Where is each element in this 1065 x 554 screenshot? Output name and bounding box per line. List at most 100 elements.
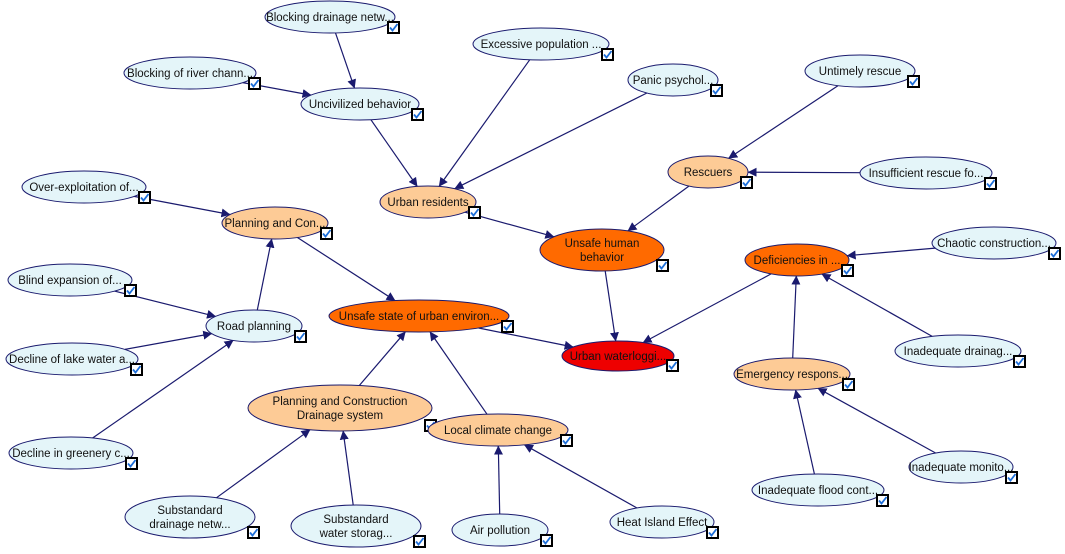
node-label: Planning and Construction [273, 396, 408, 408]
node-inadequate-flood[interactable]: Inadequate flood cont... [751, 473, 889, 507]
checkbox-checked-icon[interactable] [876, 494, 889, 507]
node-label: Planning and Con... [224, 218, 325, 230]
checkbox-checked-icon[interactable] [248, 77, 261, 90]
node-label: Local climate change [444, 425, 552, 437]
node-label: Over-exploitation of... [29, 182, 138, 194]
node-untimely-rescue[interactable]: Untimely rescue [804, 54, 920, 88]
checkbox-checked-icon[interactable] [413, 535, 426, 548]
node-chaotic-construction[interactable]: Chaotic construction... [931, 226, 1061, 260]
edge-substandard-water-to-planning-drainage [339, 430, 354, 506]
node-decline-greenery[interactable]: Decline in greenery c... [8, 436, 138, 470]
edge-untimely-rescue-to-rescuers [728, 85, 839, 159]
node-deficiencies[interactable]: Deficiencies in ... [744, 243, 854, 277]
node-label: Excessive population ... [481, 39, 602, 51]
node-ellipse [300, 87, 420, 121]
node-ellipse [667, 155, 749, 189]
edge-blocking-drainage-to-uncivilized [334, 32, 356, 89]
edge-inadequate-monitoring-to-emergency-response [817, 387, 936, 454]
edge-air-pollution-to-local-climate [493, 445, 503, 515]
node-excessive-pop[interactable]: Excessive population ... [472, 27, 614, 61]
checkbox-checked-icon[interactable] [740, 176, 753, 189]
node-urban-waterlogging[interactable]: Urban waterloggi... [561, 340, 679, 372]
node-air-pollution[interactable]: Air pollution [451, 513, 553, 547]
checkbox-checked-icon[interactable] [1013, 355, 1026, 368]
checkbox-checked-icon[interactable] [387, 21, 400, 34]
node-ellipse [328, 299, 510, 333]
node-label: Decline of lake water a... [9, 354, 135, 366]
node-road-planning[interactable]: Road planning [205, 309, 307, 343]
checkbox-checked-icon[interactable] [124, 284, 137, 297]
node-blind-expansion[interactable]: Blind expansion of... [7, 263, 137, 297]
checkbox-checked-icon[interactable] [138, 191, 151, 204]
node-panic[interactable]: Panic psychol... [627, 63, 723, 97]
checkbox-checked-icon[interactable] [1048, 247, 1061, 260]
node-ellipse [859, 156, 993, 190]
node-over-exploitation[interactable]: Over-exploitation of... [21, 170, 151, 204]
node-urban-residents[interactable]: Urban residents [379, 185, 481, 219]
checkbox-checked-icon[interactable] [841, 264, 854, 277]
checkbox-checked-icon[interactable] [294, 330, 307, 343]
node-ellipse [627, 63, 719, 97]
node-ellipse [205, 309, 303, 343]
edge-deficiencies-to-urban-waterlogging [642, 273, 772, 344]
node-ellipse [539, 228, 665, 272]
node-label: Untimely rescue [819, 66, 901, 78]
checkbox-checked-icon[interactable] [1005, 471, 1018, 484]
checkbox-checked-icon[interactable] [656, 259, 669, 272]
node-label: Rescuers [684, 167, 733, 179]
node-ellipse [751, 473, 885, 507]
node-local-climate[interactable]: Local climate change [427, 413, 573, 447]
checkbox-checked-icon[interactable] [247, 526, 260, 539]
checkbox-checked-icon[interactable] [560, 434, 573, 447]
checkbox-checked-icon[interactable] [984, 177, 997, 190]
node-blocking-drainage[interactable]: Blocking drainage netw... [264, 0, 400, 34]
edge-local-climate-to-unsafe-state [429, 331, 488, 415]
checkbox-checked-icon[interactable] [130, 363, 143, 376]
node-emergency-response[interactable]: Emergency respons... [733, 357, 855, 391]
edge-decline-greenery-to-road-planning [92, 339, 234, 439]
checkbox-checked-icon[interactable] [666, 359, 679, 372]
checkbox-checked-icon[interactable] [842, 378, 855, 391]
checkbox-checked-icon[interactable] [411, 108, 424, 121]
node-label: Emergency respons... [736, 369, 848, 381]
node-label: Uncivilized behavior [309, 99, 411, 111]
node-inadequate-drainage[interactable]: Inadequate drainag... [894, 334, 1026, 368]
edge-rescuers-to-unsafe-human [627, 185, 690, 232]
node-label: Urban waterloggi... [570, 351, 667, 363]
node-ellipse [733, 357, 851, 391]
node-decline-lake[interactable]: Decline of lake water a... [5, 342, 143, 376]
checkbox-checked-icon[interactable] [468, 206, 481, 219]
node-rescuers[interactable]: Rescuers [667, 155, 753, 189]
checkbox-checked-icon[interactable] [710, 84, 723, 97]
node-blocking-river[interactable]: Blocking of river chann... [123, 56, 261, 90]
checkbox-checked-icon[interactable] [601, 48, 614, 61]
edge-emergency-response-to-deficiencies [791, 275, 801, 359]
node-ellipse [124, 495, 256, 539]
node-unsafe-state[interactable]: Unsafe state of urban environ... [328, 299, 514, 333]
checkbox-checked-icon[interactable] [540, 534, 553, 547]
node-label: Drainage system [297, 410, 383, 422]
node-heat-island[interactable]: Heat Island Effect [609, 505, 719, 539]
node-ellipse [379, 185, 477, 219]
node-planning-con[interactable]: Planning and Con... [221, 206, 333, 240]
node-inadequate-monitoring[interactable]: Inadequate monito... [908, 450, 1018, 484]
checkbox-checked-icon[interactable] [907, 75, 920, 88]
edge-planning-drainage-to-unsafe-state [358, 331, 406, 386]
node-label: Unsafe state of urban environ... [339, 311, 499, 323]
edge-decline-lake-to-road-planning [124, 330, 213, 350]
checkbox-checked-icon[interactable] [706, 526, 719, 539]
checkbox-checked-icon[interactable] [501, 320, 514, 333]
checkbox-checked-icon[interactable] [125, 457, 138, 470]
node-insufficient-rescue[interactable]: Insufficient rescue fo... [859, 156, 997, 190]
checkbox-checked-icon[interactable] [320, 227, 333, 240]
node-ellipse [290, 504, 422, 548]
node-ellipse [7, 263, 133, 297]
node-uncivilized[interactable]: Uncivilized behavior [300, 87, 424, 121]
node-label: behavior [580, 252, 624, 264]
node-ellipse [8, 436, 134, 470]
